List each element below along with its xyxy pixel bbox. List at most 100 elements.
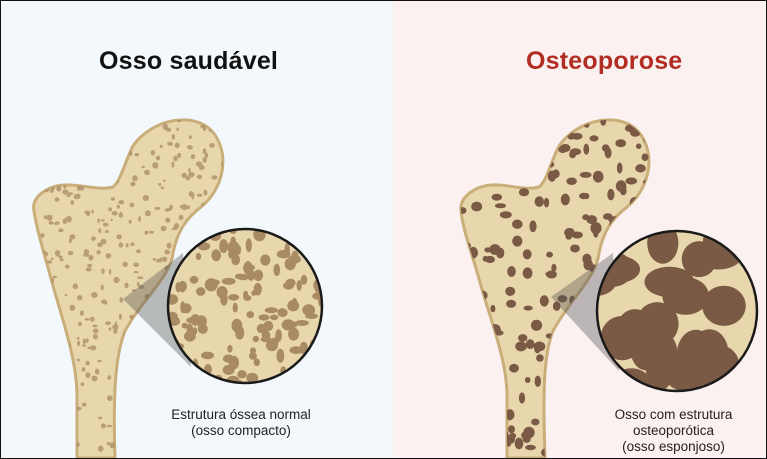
trabecula (98, 417, 102, 420)
caption-osteoporosis-line2: osteoporótica (591, 423, 756, 439)
caption-healthy-line1: Estrutura óssea normal (151, 407, 331, 423)
trabecula (210, 386, 215, 391)
trabecula (67, 382, 73, 385)
trabecula (60, 258, 64, 261)
trabecula (77, 186, 82, 191)
trabecula (285, 258, 296, 271)
trabecula (50, 189, 54, 193)
trabecula (541, 110, 553, 118)
trabecula (114, 277, 120, 283)
trabecula (154, 392, 157, 398)
trabecula (58, 127, 62, 131)
trabecula (48, 123, 54, 125)
trabecula (546, 271, 557, 279)
trabecula (702, 286, 746, 326)
trabecula (621, 211, 629, 223)
trabecula (46, 435, 51, 439)
trabecula (151, 150, 155, 155)
trabecula (466, 444, 472, 455)
trabecula (593, 171, 604, 183)
trabecula (226, 186, 231, 189)
trabecula (295, 370, 301, 381)
trabecula (44, 147, 47, 149)
trabecula (607, 189, 614, 200)
trabecula (126, 243, 129, 247)
trabecula (44, 146, 49, 151)
trabecula (549, 118, 556, 125)
trabecula (55, 250, 60, 256)
trabecula (164, 444, 170, 450)
trabecula (231, 237, 236, 245)
trabecula (209, 143, 215, 148)
trabecula (484, 247, 491, 252)
trabecula (67, 119, 71, 124)
trabecula (490, 305, 495, 312)
trabecula (99, 136, 103, 142)
trabecula (29, 167, 32, 171)
trabecula (129, 220, 132, 224)
trabecula (617, 163, 623, 174)
trabecula (120, 389, 125, 393)
trabecula (478, 343, 484, 348)
trabecula (161, 226, 167, 231)
trabecula (309, 383, 320, 389)
trabecula (149, 231, 154, 234)
trabecula (184, 232, 189, 235)
trabecula (518, 334, 527, 342)
caption-healthy-bone: Estrutura óssea normal (osso compacto) (151, 407, 331, 439)
trabecula (227, 345, 232, 353)
trabecula (308, 221, 320, 233)
trabecula (193, 225, 199, 230)
trabecula (282, 319, 295, 330)
trabecula (44, 141, 48, 147)
trabecula (129, 409, 135, 414)
trabecula (162, 372, 176, 380)
trabecula (107, 442, 111, 445)
trabecula (270, 315, 279, 321)
trabecula (253, 336, 259, 342)
trabecula (642, 153, 649, 161)
trabecula (228, 251, 234, 258)
trabecula (151, 358, 154, 364)
trabecula (506, 300, 516, 308)
trabecula (541, 114, 548, 124)
trabecula (143, 195, 149, 201)
trabecula (590, 222, 601, 234)
trabecula (469, 401, 479, 409)
trabecula (515, 341, 527, 351)
trabecula (80, 123, 86, 127)
trabecula (471, 202, 482, 212)
trabecula (516, 130, 522, 140)
trabecula (222, 278, 236, 285)
healthy-bone-illustration (1, 1, 393, 458)
trabecula (492, 194, 503, 201)
trabecula (463, 401, 474, 412)
trabecula (101, 239, 107, 245)
trabecula (67, 148, 73, 154)
trabecula (529, 220, 536, 232)
trabecula (190, 276, 199, 284)
trabecula (253, 270, 263, 281)
trabecula (203, 127, 206, 131)
trabecula (58, 158, 63, 164)
trabecula (91, 292, 97, 298)
trabecula (512, 220, 523, 229)
trabecula (523, 427, 534, 439)
trabecula (585, 393, 596, 398)
trabecula (217, 392, 220, 395)
trabecula (223, 355, 234, 363)
trabecula (630, 197, 640, 209)
trabecula (464, 175, 473, 185)
trabecula (68, 394, 74, 400)
trabecula (119, 242, 124, 247)
trabecula (163, 367, 170, 380)
trabecula (566, 413, 572, 419)
trabecula (544, 198, 549, 208)
trabecula (91, 376, 97, 382)
trabecula (265, 307, 278, 313)
trabecula (52, 348, 58, 351)
trabecula (176, 127, 178, 131)
trabecula (645, 267, 695, 297)
trabecula (140, 359, 145, 364)
trabecula (170, 380, 173, 385)
